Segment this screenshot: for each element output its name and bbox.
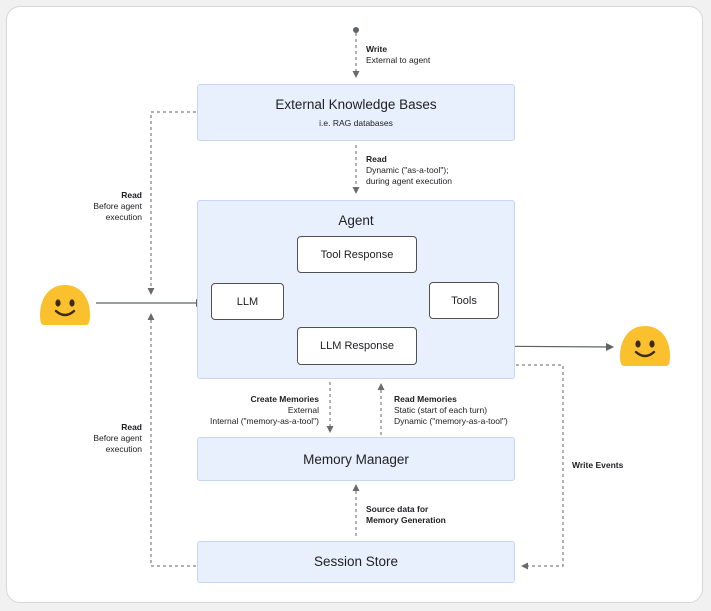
- session-store-box: Session Store: [197, 541, 515, 583]
- memory-manager-title: Memory Manager: [303, 452, 409, 467]
- source-data-label: Source data for Memory Generation: [366, 504, 446, 525]
- write-events-label: Write Events: [572, 460, 624, 470]
- smiling-face-icon: [40, 285, 90, 325]
- smiling-face-icon: [620, 326, 670, 366]
- read-memories-label: Read Memories Static (start of each turn…: [394, 394, 508, 426]
- read-before-label-top: Read Before agent execution: [93, 190, 142, 222]
- tool-response-box: Tool Response: [297, 236, 417, 273]
- read-dynamic-label: Read Dynamic ("as-a-tool"); during agent…: [366, 154, 453, 186]
- agent-title: Agent: [338, 213, 374, 228]
- tools-box: Tools: [429, 282, 499, 319]
- external-kb-subtitle: i.e. RAG databases: [319, 118, 393, 128]
- llm-box: LLM: [211, 283, 284, 320]
- llm-response-box: LLM Response: [297, 327, 417, 365]
- write-external-label: Write External to agent: [366, 44, 431, 65]
- session-store-title: Session Store: [313, 554, 399, 569]
- memory-manager-box: Memory Manager: [197, 437, 515, 481]
- external-knowledge-bases-box: External Knowledge Bases i.e. RAG databa…: [197, 84, 515, 141]
- read-before-label-bottom: Read Before agent execution: [93, 422, 142, 454]
- create-memories-label: Create Memories External Internal ("memo…: [209, 394, 319, 426]
- external-kb-title: External Knowledge Bases: [275, 97, 437, 112]
